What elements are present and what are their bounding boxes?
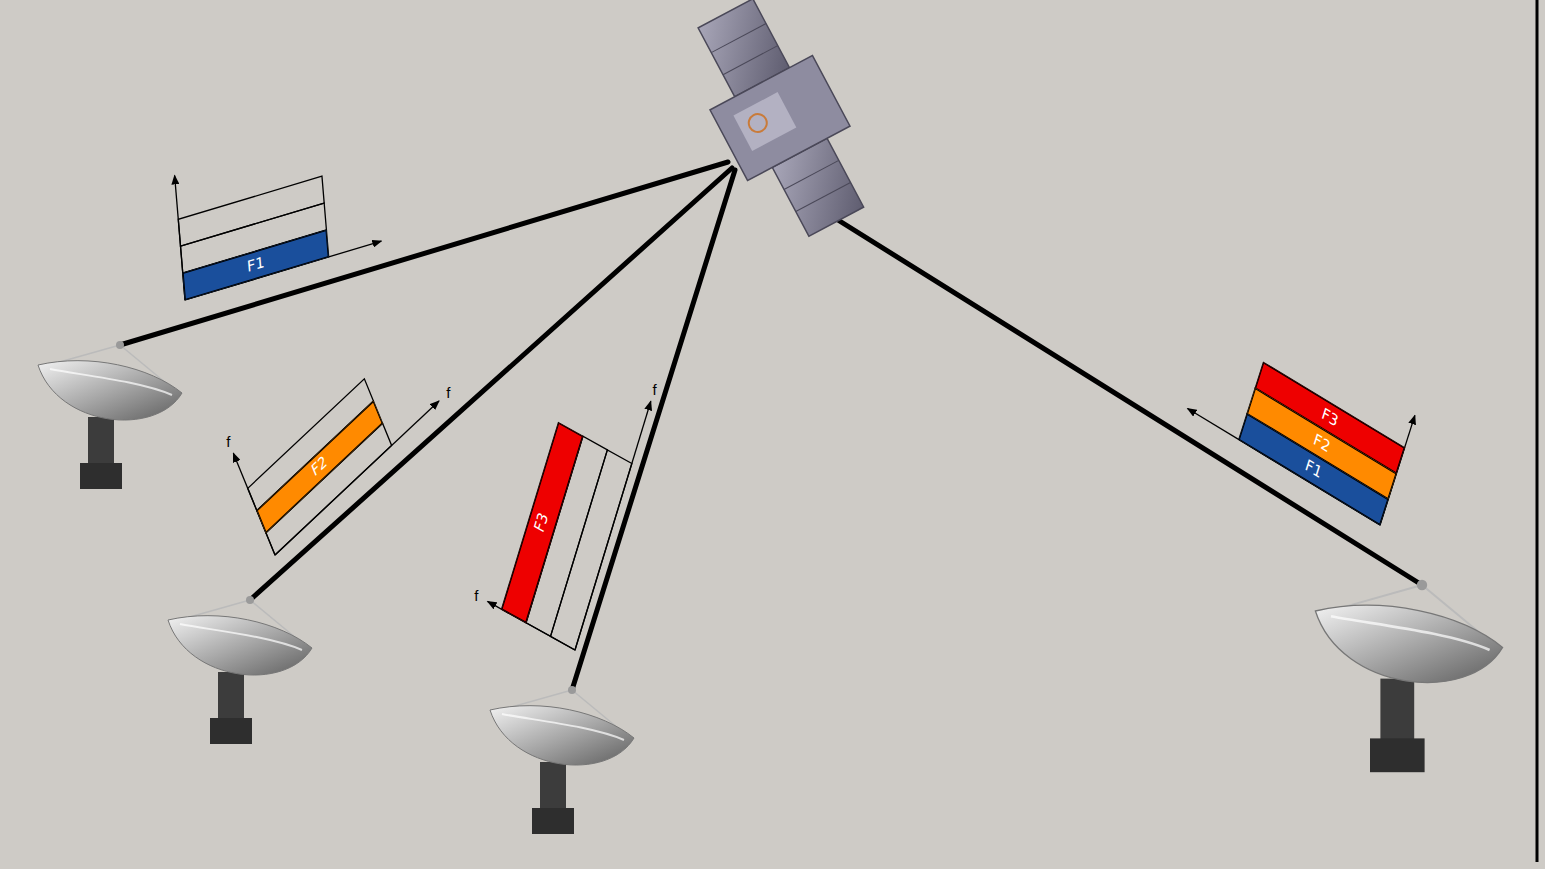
axis-label: f bbox=[446, 385, 450, 400]
frequency-axis bbox=[575, 401, 651, 650]
spectrum-chart bbox=[175, 175, 382, 300]
axis-label: f bbox=[474, 588, 478, 603]
band-label: F3 bbox=[1319, 405, 1340, 431]
frequency-band: F2 bbox=[257, 401, 383, 533]
spectrum-charts bbox=[175, 175, 1415, 650]
band-label: F1 bbox=[1303, 456, 1324, 482]
band-slot bbox=[183, 230, 329, 300]
band-slot bbox=[502, 423, 583, 623]
frequency-band: F1 bbox=[183, 230, 329, 300]
frame-edge bbox=[1536, 0, 1539, 862]
band-label: F3 bbox=[532, 510, 552, 536]
axis-label: f bbox=[652, 381, 656, 396]
spectrum-chart bbox=[233, 379, 439, 555]
spectrum-chart bbox=[1188, 362, 1415, 525]
band-slot bbox=[178, 176, 324, 246]
spectrum-chart bbox=[488, 401, 651, 650]
axis-label: f bbox=[226, 434, 230, 449]
satellite bbox=[673, 0, 886, 249]
frequency-band: F3 bbox=[502, 423, 583, 623]
band-label: F1 bbox=[246, 254, 265, 276]
band-label: F2 bbox=[1311, 431, 1332, 457]
radio-links bbox=[120, 162, 1422, 690]
ground-stations bbox=[38, 341, 1503, 834]
band-label: F2 bbox=[310, 453, 330, 481]
